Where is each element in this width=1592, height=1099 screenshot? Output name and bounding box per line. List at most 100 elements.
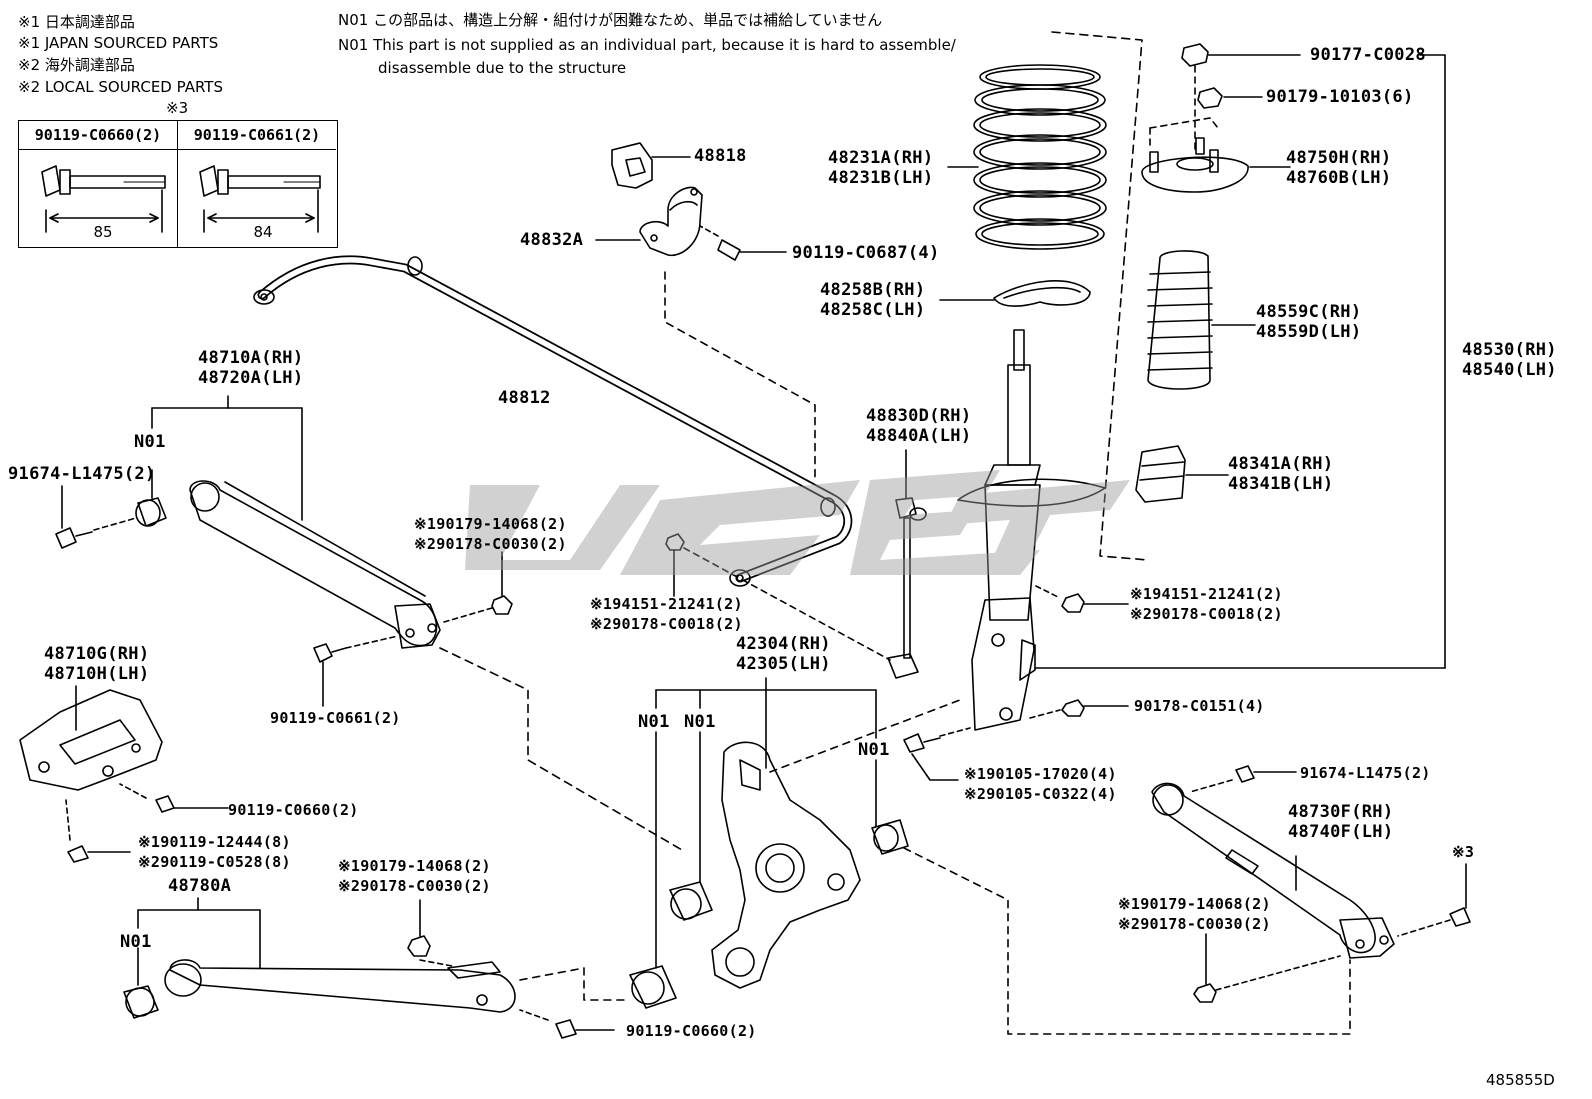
table-bolt-85 xyxy=(41,165,166,233)
label-90179-10103[interactable]: 90179-10103(6) xyxy=(1266,87,1414,107)
label-90178-c0018-right-l: ※290178-C0018(2) xyxy=(1130,605,1283,623)
label-94151-mid[interactable]: ※194151-21241(2) ※290178-C0018(2) xyxy=(590,594,743,634)
stabilizer-bar-48812 xyxy=(253,255,853,587)
bolt-90119-c0661 xyxy=(313,635,399,707)
subframe-bracket-48710g xyxy=(19,685,163,791)
bolt-90119-c0687 xyxy=(699,225,787,261)
label-48812[interactable]: 48812 xyxy=(498,388,551,408)
label-91674-l1475-left[interactable]: 91674-L1475(2) xyxy=(8,464,156,484)
label-90105-c0322-l: ※290105-C0322(4) xyxy=(964,785,1117,803)
label-94151-mid-j: ※194151-21241(2) xyxy=(590,595,743,613)
label-48730f[interactable]: 48730F(RH) 48740F(LH) xyxy=(1288,802,1393,842)
stabilizer-bracket-48832a xyxy=(595,186,703,257)
label-48818[interactable]: 48818 xyxy=(694,146,747,166)
label-90119-c0661[interactable]: 90119-C0661(2) xyxy=(270,709,401,727)
label-48830[interactable]: 48830D(RH) 48840A(LH) xyxy=(866,406,971,446)
label-90179-14068-right-j: ※190179-14068(2) xyxy=(1118,895,1271,913)
bolt-marker3-right xyxy=(1397,863,1471,937)
bolt-90119-12444 xyxy=(65,799,131,863)
label-90178-c0030-right-l: ※290178-C0030(2) xyxy=(1118,915,1271,933)
label-42305-lh: 42305(LH) xyxy=(736,654,831,674)
bolt-90119-c0660-mid xyxy=(119,783,229,813)
knuckle-bushing-2 xyxy=(629,965,677,1009)
table-bolt-84 xyxy=(199,165,321,233)
label-48231b-lh: 48231B(LH) xyxy=(828,168,934,188)
label-48231[interactable]: 48231A(RH) 48231B(LH) xyxy=(828,148,933,188)
note-japan-sourced-ja: ※1 日本調達部品 xyxy=(18,13,135,31)
label-94151-right-j: ※194151-21241(2) xyxy=(1130,585,1283,603)
label-90178-c0151[interactable]: 90178-C0151(4) xyxy=(1134,697,1265,715)
label-48720a-lh: 48720A(LH) xyxy=(198,368,304,388)
label-48258[interactable]: 48258B(RH) 48258C(LH) xyxy=(820,280,925,320)
label-n01-knuckle-2[interactable]: N01 xyxy=(684,712,716,732)
rear-arm-48730f xyxy=(1151,782,1395,959)
label-90119-c0528-l: ※290119-C0528(8) xyxy=(138,853,291,871)
nut-90179-14068-top xyxy=(443,551,513,623)
label-42304-rh: 42304(RH) xyxy=(736,634,831,654)
note-n01-ja: N01 この部品は、構造上分解・組付けが困難なため、単品では補給していません xyxy=(338,11,883,29)
label-90177-c0028[interactable]: 90177-C0028 xyxy=(1310,45,1426,65)
bushing-lower-left xyxy=(123,985,159,1019)
stabilizer-link-48830 xyxy=(887,449,927,679)
nut-94151-mid xyxy=(665,533,891,661)
bump-stopper-48341 xyxy=(1135,445,1229,503)
bolt-90119-c0660-bottom xyxy=(519,1009,615,1039)
label-48530[interactable]: 48530(RH) 48540(LH) xyxy=(1462,340,1557,380)
nut-90179-10103 xyxy=(1149,87,1263,151)
label-48710a[interactable]: 48710A(RH) 48720A(LH) xyxy=(198,348,303,388)
lower-arm-48780a xyxy=(137,897,516,1013)
label-42304[interactable]: 42304(RH) 42305(LH) xyxy=(736,634,831,674)
spring-seat-48258 xyxy=(939,280,1091,307)
label-90119-12444[interactable]: ※190119-12444(8) ※290119-C0528(8) xyxy=(138,832,291,872)
label-48760b-lh: 48760B(LH) xyxy=(1286,168,1392,188)
label-90178-c0030-mid-l: ※290178-C0030(2) xyxy=(338,877,491,895)
nut-94151-right xyxy=(1035,585,1129,613)
label-n01-knuckle-1[interactable]: N01 xyxy=(638,712,670,732)
bushing-left xyxy=(135,395,303,527)
label-90179-14068-right[interactable]: ※190179-14068(2) ※290178-C0030(2) xyxy=(1118,894,1271,934)
note-n01-en-1: N01 This part is not supplied as an indi… xyxy=(338,36,956,54)
label-90179-14068-mid[interactable]: ※190179-14068(2) ※290178-C0030(2) xyxy=(338,856,491,896)
label-48710g[interactable]: 48710G(RH) 48710H(LH) xyxy=(44,644,149,684)
label-48750h[interactable]: 48750H(RH) 48760B(LH) xyxy=(1286,148,1391,188)
bolt-table-col1-header: 90119-C0660(2) xyxy=(19,121,177,150)
label-48341[interactable]: 48341A(RH) 48341B(LH) xyxy=(1228,454,1333,494)
bolt-table-col2-header: 90119-C0661(2) xyxy=(178,121,336,150)
label-90105[interactable]: ※190105-17020(4) ※290105-C0322(4) xyxy=(964,764,1117,804)
diagram-id: 485855D xyxy=(1486,1071,1555,1089)
label-90119-c0687[interactable]: 90119-C0687(4) xyxy=(792,243,940,263)
label-48710a-rh: 48710A(RH) xyxy=(198,348,304,368)
label-48832a[interactable]: 48832A xyxy=(520,230,584,250)
bolt-90105 xyxy=(903,727,971,781)
upper-arm-48710a xyxy=(189,480,441,649)
bolt-table-col1-length: 85 xyxy=(93,223,113,241)
coil-spring-48231 xyxy=(947,64,1107,250)
label-48258b-rh: 48258B(RH) xyxy=(820,280,926,300)
label-48750h-rh: 48750H(RH) xyxy=(1286,148,1392,168)
label-n01-upper-arm[interactable]: N01 xyxy=(134,432,166,452)
bolt-table-marker: ※3 xyxy=(166,99,189,117)
label-90119-c0660-mid[interactable]: 90119-C0660(2) xyxy=(228,801,359,819)
label-48530-rh: 48530(RH) xyxy=(1462,340,1557,360)
label-91674-l1475-right[interactable]: 91674-L1475(2) xyxy=(1300,764,1431,782)
label-n01-lower-arm[interactable]: N01 xyxy=(120,932,152,952)
knuckle-42304 xyxy=(655,677,961,989)
note-n01-en-2: disassemble due to the structure xyxy=(378,59,627,77)
label-48710g-rh: 48710G(RH) xyxy=(44,644,150,664)
label-90178-c0030-top-l: ※290178-C0030(2) xyxy=(414,535,567,553)
knuckle-bushing-1 xyxy=(669,881,713,921)
label-90119-12444-j: ※190119-12444(8) xyxy=(138,833,291,851)
label-48540-lh: 48540(LH) xyxy=(1462,360,1557,380)
label-marker3-right[interactable]: ※3 xyxy=(1452,843,1475,861)
nut-90177-c0028 xyxy=(1181,43,1446,669)
label-90179-14068-top[interactable]: ※190179-14068(2) ※290178-C0030(2) xyxy=(414,514,567,554)
label-94151-right[interactable]: ※194151-21241(2) ※290178-C0018(2) xyxy=(1130,584,1283,624)
label-48830d-rh: 48830D(RH) xyxy=(866,406,972,426)
shock-absorber-48530 xyxy=(957,329,1446,731)
label-n01-knuckle-3[interactable]: N01 xyxy=(858,740,890,760)
bolt-table-col2-length: 84 xyxy=(253,223,273,241)
label-90119-c0660-bottom[interactable]: 90119-C0660(2) xyxy=(626,1022,757,1040)
label-48559[interactable]: 48559C(RH) 48559D(LH) xyxy=(1256,302,1361,342)
label-48780a[interactable]: 48780A xyxy=(168,876,232,896)
